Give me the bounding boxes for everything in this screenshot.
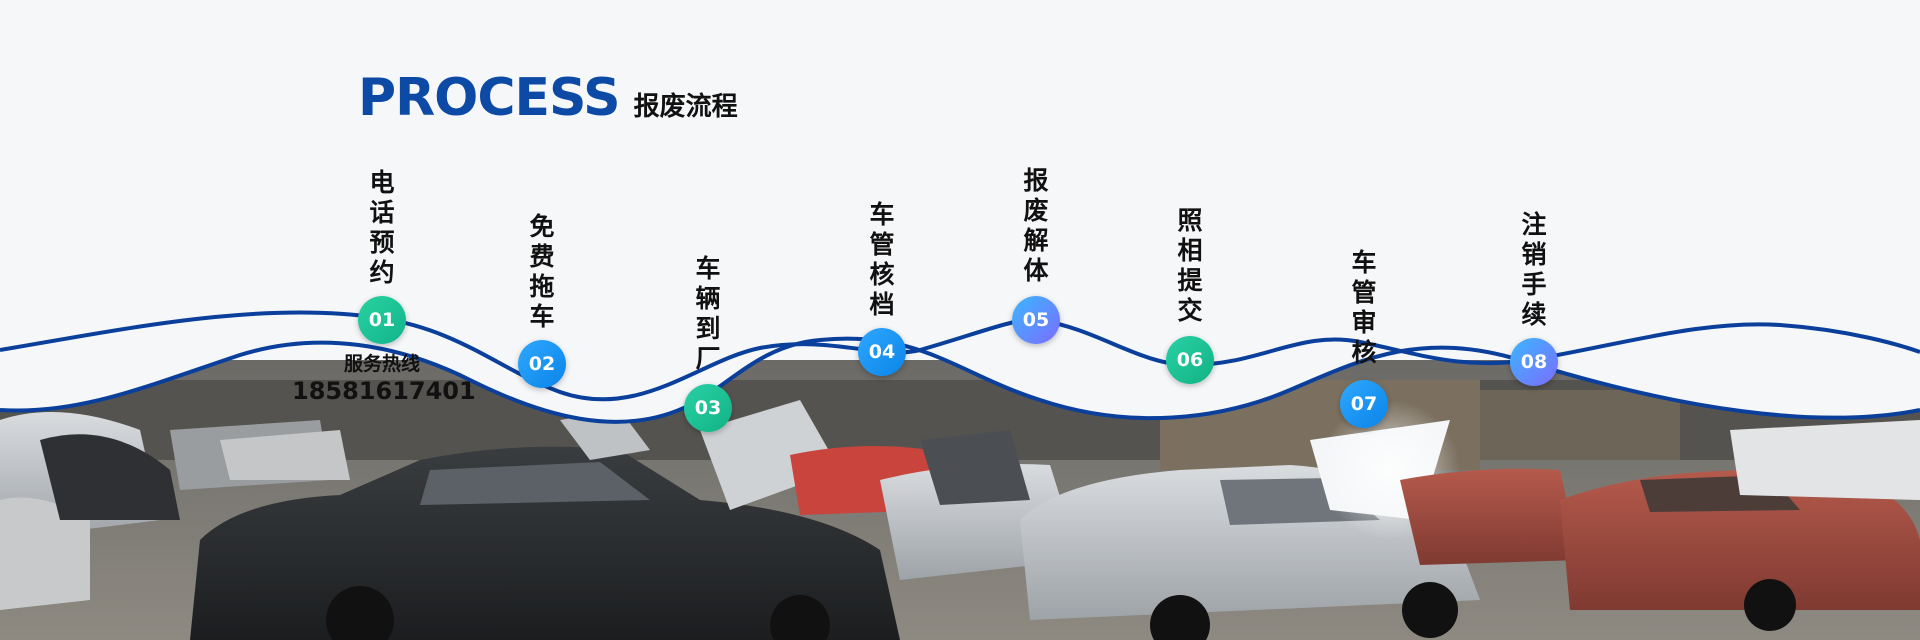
hotline-number[interactable]: 18581617401	[292, 377, 476, 405]
step-label-07: 车管审核	[1351, 248, 1377, 367]
step-number-01: 01	[358, 296, 406, 344]
step-number-03: 03	[684, 384, 732, 432]
step-number-05: 05	[1012, 296, 1060, 344]
step-number-08: 08	[1510, 338, 1558, 386]
step-label-01: 电话预约	[369, 168, 395, 287]
step-label-08: 注销手续	[1521, 210, 1547, 329]
step-label-02: 免费拖车	[529, 212, 555, 331]
step-label-04: 车管核档	[869, 200, 895, 319]
section-title: PROCESS 报废流程	[358, 68, 738, 128]
title-main: PROCESS	[358, 68, 621, 128]
hotline-label: 服务热线	[343, 353, 420, 375]
step-label-06: 照相提交	[1177, 206, 1203, 325]
hotline-block: 服务热线 18581617401	[292, 352, 476, 406]
step-number-07: 07	[1340, 380, 1388, 428]
step-number-04: 04	[858, 328, 906, 376]
step-number-02: 02	[518, 340, 566, 388]
step-label-05: 报废解体	[1023, 166, 1049, 285]
step-number-06: 06	[1166, 336, 1214, 384]
title-subtitle: 报废流程	[633, 92, 738, 122]
step-label-03: 车辆到厂	[695, 254, 721, 373]
